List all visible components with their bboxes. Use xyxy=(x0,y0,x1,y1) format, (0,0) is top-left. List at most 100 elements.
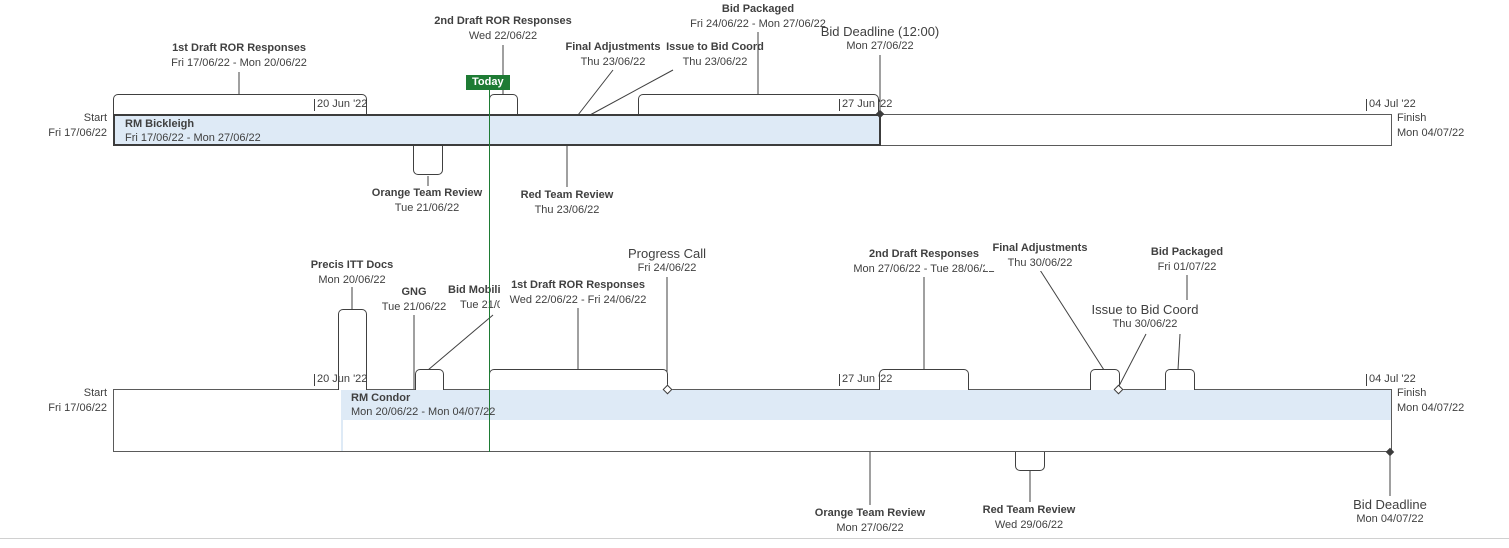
task-range: Mon 20/06/22 - Mon 04/07/22 xyxy=(351,406,496,418)
bracket-1st-draft-ror[interactable] xyxy=(489,369,668,390)
callout-issue-to-bid-coord[interactable]: Issue to Bid Coord Thu 30/06/22 xyxy=(1080,302,1210,332)
callout-bid-mobilis[interactable]: Bid Mobilis Tue 21/06/22 xyxy=(448,283,528,313)
callout-date: Tue 21/06/22 xyxy=(381,301,447,313)
bracket-2nd-draft-responses[interactable] xyxy=(879,369,969,390)
callout-title: Orange Team Review xyxy=(371,187,483,199)
task-name: RM Bickleigh xyxy=(125,118,195,130)
callout-2nd-draft-ror[interactable]: 2nd Draft ROR Responses Wed 22/06/22 xyxy=(413,14,593,44)
callout-precis-itt-docs[interactable]: Precis ITT Docs Mon 20/06/22 xyxy=(302,258,402,288)
bracket-orange-team-review[interactable] xyxy=(413,146,443,175)
tick-27-jun: 27 Jun '22 xyxy=(839,99,892,111)
callout-date: Wed 22/06/22 xyxy=(468,30,538,42)
callout-date: Fri 24/06/22 xyxy=(637,262,697,274)
finish-date: Mon 04/07/22 xyxy=(1397,402,1465,414)
bracket-final-adjustments[interactable] xyxy=(1090,369,1120,390)
callout-title: 2nd Draft Responses xyxy=(868,248,980,260)
callout-title: Progress Call xyxy=(627,246,707,261)
today-line xyxy=(489,90,490,452)
callout-date: Fri 01/07/22 xyxy=(1157,261,1217,273)
callout-date: Mon 27/06/22 - Tue 28/06/22 xyxy=(853,263,995,275)
callout-bid-deadline[interactable]: Bid Deadline (12:00) Mon 27/06/22 xyxy=(815,24,945,54)
callout-date: Thu 30/06/22 xyxy=(1112,318,1178,330)
callout-bid-packaged[interactable]: Bid Packaged Fri 24/06/22 - Mon 27/06/22 xyxy=(680,2,836,32)
start-label: Start xyxy=(83,112,107,124)
callout-date: Wed 29/06/22 xyxy=(994,519,1064,531)
callout-title: 1st Draft ROR Responses xyxy=(511,279,645,291)
timeline1-start: Start Fri 17/06/22 xyxy=(20,111,107,141)
today-marker[interactable]: Today xyxy=(466,75,510,90)
callout-title: Final Adjustments xyxy=(565,41,661,53)
callout-orange-team-review[interactable]: Orange Team Review Mon 27/06/22 xyxy=(805,506,935,536)
bracket-bid-packaged[interactable] xyxy=(638,94,879,115)
task-continuation xyxy=(341,420,343,451)
bracket-precis-itt-docs[interactable] xyxy=(338,309,367,390)
bracket-red-team-review[interactable] xyxy=(1015,452,1045,471)
callout-final-adjustments[interactable]: Final Adjustments Thu 23/06/22 xyxy=(558,40,668,70)
timeline2-finish: Finish Mon 04/07/22 xyxy=(1397,386,1464,416)
finish-label: Finish xyxy=(1397,387,1427,399)
callout-date: Thu 23/06/22 xyxy=(534,204,600,216)
callout-date: Thu 30/06/22 xyxy=(1007,257,1073,269)
callout-date: Mon 20/06/22 xyxy=(318,274,386,286)
callout-date: Thu 23/06/22 xyxy=(580,56,646,68)
callout-date: Mon 04/07/22 xyxy=(1356,513,1424,525)
tick-27-jun: 27 Jun '22 xyxy=(839,374,892,386)
tick-20-jun: 20 Jun '22 xyxy=(314,99,367,111)
callout-date: Wed 22/06/22 - Fri 24/06/22 xyxy=(509,294,647,306)
callout-issue-to-bid-coord[interactable]: Issue to Bid Coord Thu 23/06/22 xyxy=(660,40,770,70)
tick-04-jul: 04 Jul '22 xyxy=(1366,374,1416,386)
callout-title: Final Adjustments xyxy=(992,242,1088,254)
finish-label: Finish xyxy=(1397,112,1427,124)
callout-title: 2nd Draft ROR Responses xyxy=(434,15,572,27)
callout-title: Issue to Bid Coord xyxy=(666,41,764,53)
callout-bid-packaged[interactable]: Bid Packaged Fri 01/07/22 xyxy=(1142,245,1232,275)
tick-04-jul: 04 Jul '22 xyxy=(1366,99,1416,111)
callout-orange-team-review[interactable]: Orange Team Review Tue 21/06/22 xyxy=(362,186,492,216)
bracket-2nd-draft-ror[interactable] xyxy=(489,94,518,115)
callout-title: Precis ITT Docs xyxy=(310,259,394,271)
callout-2nd-draft-responses[interactable]: 2nd Draft Responses Mon 27/06/22 - Tue 2… xyxy=(846,247,1002,277)
callout-title: 1st Draft ROR Responses xyxy=(172,42,306,54)
callout-date: Fri 24/06/22 - Mon 27/06/22 xyxy=(690,18,826,30)
callout-date: Mon 27/06/22 xyxy=(836,522,904,534)
callout-1st-draft-ror[interactable]: 1st Draft ROR Responses Wed 22/06/22 - F… xyxy=(500,278,656,308)
callout-final-adjustments[interactable]: Final Adjustments Thu 30/06/22 xyxy=(985,241,1095,271)
callout-title: Bid Deadline (12:00) xyxy=(820,24,940,39)
timeline2-start: Start Fri 17/06/22 xyxy=(20,386,107,416)
finish-date: Mon 04/07/22 xyxy=(1397,127,1465,139)
callout-red-team-review[interactable]: Red Team Review Wed 29/06/22 xyxy=(969,503,1089,533)
start-date: Fri 17/06/22 xyxy=(48,127,107,139)
callout-progress-call[interactable]: Progress Call Fri 24/06/22 xyxy=(617,246,717,276)
timeline1-finish: Finish Mon 04/07/22 xyxy=(1397,111,1464,141)
callout-title: Bid Packaged xyxy=(1150,246,1224,258)
callout-title: GNG xyxy=(401,286,427,298)
callout-title: Red Team Review xyxy=(520,189,614,201)
start-label: Start xyxy=(83,387,107,399)
callout-date: Tue 21/06/22 xyxy=(394,202,460,214)
bracket-1st-draft-ror[interactable] xyxy=(113,94,367,115)
task-rm-condor[interactable]: RM Condor Mon 20/06/22 - Mon 04/07/22 xyxy=(341,390,1391,420)
callout-date: Thu 23/06/22 xyxy=(682,56,748,68)
callout-title: Bid Packaged xyxy=(721,3,795,15)
callout-red-team-review[interactable]: Red Team Review Thu 23/06/22 xyxy=(507,188,627,218)
callout-title: Bid Deadline xyxy=(1353,497,1427,512)
bracket-bid-mobilis[interactable] xyxy=(415,369,444,390)
callout-title: Orange Team Review xyxy=(814,507,926,519)
callout-bid-deadline[interactable]: Bid Deadline Mon 04/07/22 xyxy=(1340,497,1440,527)
callout-title: Red Team Review xyxy=(982,504,1076,516)
tick-20-jun: 20 Jun '22 xyxy=(314,374,367,386)
callout-date: Fri 17/06/22 - Mon 20/06/22 xyxy=(171,57,307,69)
task-rm-bickleigh[interactable]: RM Bickleigh Fri 17/06/22 - Mon 27/06/22 xyxy=(113,114,881,146)
milestone-bid-deadline[interactable] xyxy=(1385,447,1395,457)
task-name: RM Condor xyxy=(351,392,411,404)
callout-title: Bid Mobilis xyxy=(448,284,507,296)
task-range: Fri 17/06/22 - Mon 27/06/22 xyxy=(125,132,261,144)
bracket-bid-packaged[interactable] xyxy=(1165,369,1195,390)
callout-gng[interactable]: GNG Tue 21/06/22 xyxy=(372,285,456,315)
callout-title: Issue to Bid Coord xyxy=(1091,302,1199,317)
start-date: Fri 17/06/22 xyxy=(48,402,107,414)
bottom-divider xyxy=(0,538,1509,539)
callout-1st-draft-ror[interactable]: 1st Draft ROR Responses Fri 17/06/22 - M… xyxy=(150,41,328,71)
callout-date: Mon 27/06/22 xyxy=(846,40,914,52)
